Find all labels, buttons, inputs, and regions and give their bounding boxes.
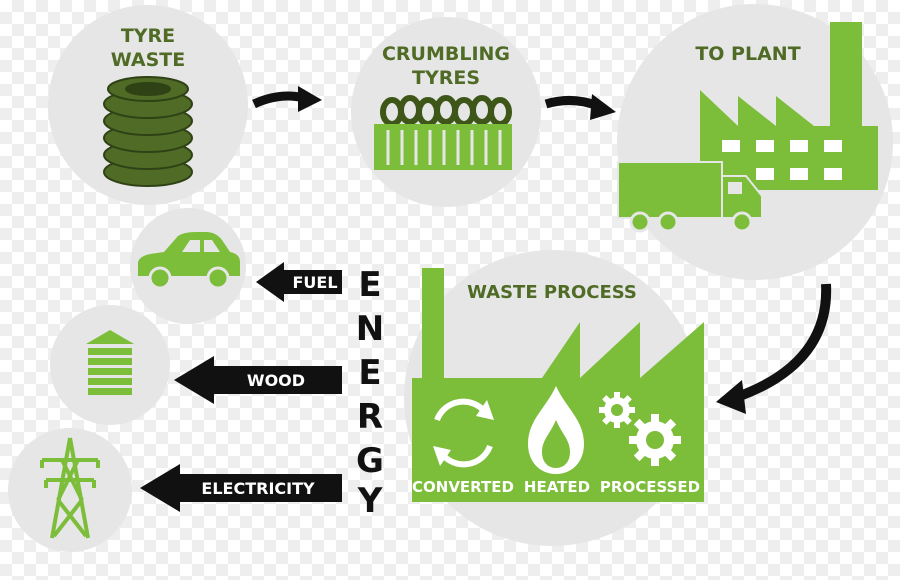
energy-letter-6: Y xyxy=(357,481,383,521)
tyre-waste-label-line2: WASTE xyxy=(111,49,185,71)
wood-stack-icon xyxy=(86,330,134,395)
tyre-stack-icon xyxy=(103,76,193,187)
energy-letter-2: N xyxy=(356,309,384,349)
energy-letter-3: E xyxy=(358,353,381,393)
fuel-arrow: FUEL xyxy=(256,262,342,302)
wood-label: WOOD xyxy=(247,371,305,390)
gears-icon xyxy=(599,392,681,466)
arrow-crumbling-to-plant xyxy=(544,94,616,120)
crumbling-tyres-label-line2: TYRES xyxy=(412,67,480,89)
step-heated-label: HEATED xyxy=(524,478,590,496)
tyre-waste-label-line1: TYRE xyxy=(121,25,175,47)
electricity-arrow: ELECTRICITY xyxy=(140,464,342,512)
electricity-label: ELECTRICITY xyxy=(201,479,315,498)
recycle-icon xyxy=(433,398,494,468)
wood-arrow: WOOD xyxy=(174,356,342,404)
energy-word: E N E R G Y xyxy=(356,265,384,521)
step-processed-label: PROCESSED xyxy=(600,478,700,496)
truck-icon xyxy=(617,161,763,233)
step-converted-label: CONVERTED xyxy=(412,478,514,496)
crumbling-tyres-label-line1: CRUMBLING xyxy=(382,43,510,65)
pylon-icon xyxy=(40,437,100,539)
to-plant-label: TO PLANT xyxy=(695,43,800,65)
factory-icon xyxy=(700,22,878,190)
energy-letter-1: E xyxy=(358,265,381,305)
waste-process-label: WASTE PROCESS xyxy=(467,282,637,303)
car-icon xyxy=(138,232,240,290)
energy-letter-4: R xyxy=(357,397,383,437)
fuel-label: FUEL xyxy=(292,273,337,292)
tyre-shredder-icon xyxy=(374,95,512,170)
arrow-plant-to-process xyxy=(716,283,832,414)
flame-icon xyxy=(528,386,584,474)
energy-letter-5: G xyxy=(356,441,384,481)
pylon-circle xyxy=(8,428,132,552)
arrow-tyre-to-crumbling xyxy=(252,86,322,112)
